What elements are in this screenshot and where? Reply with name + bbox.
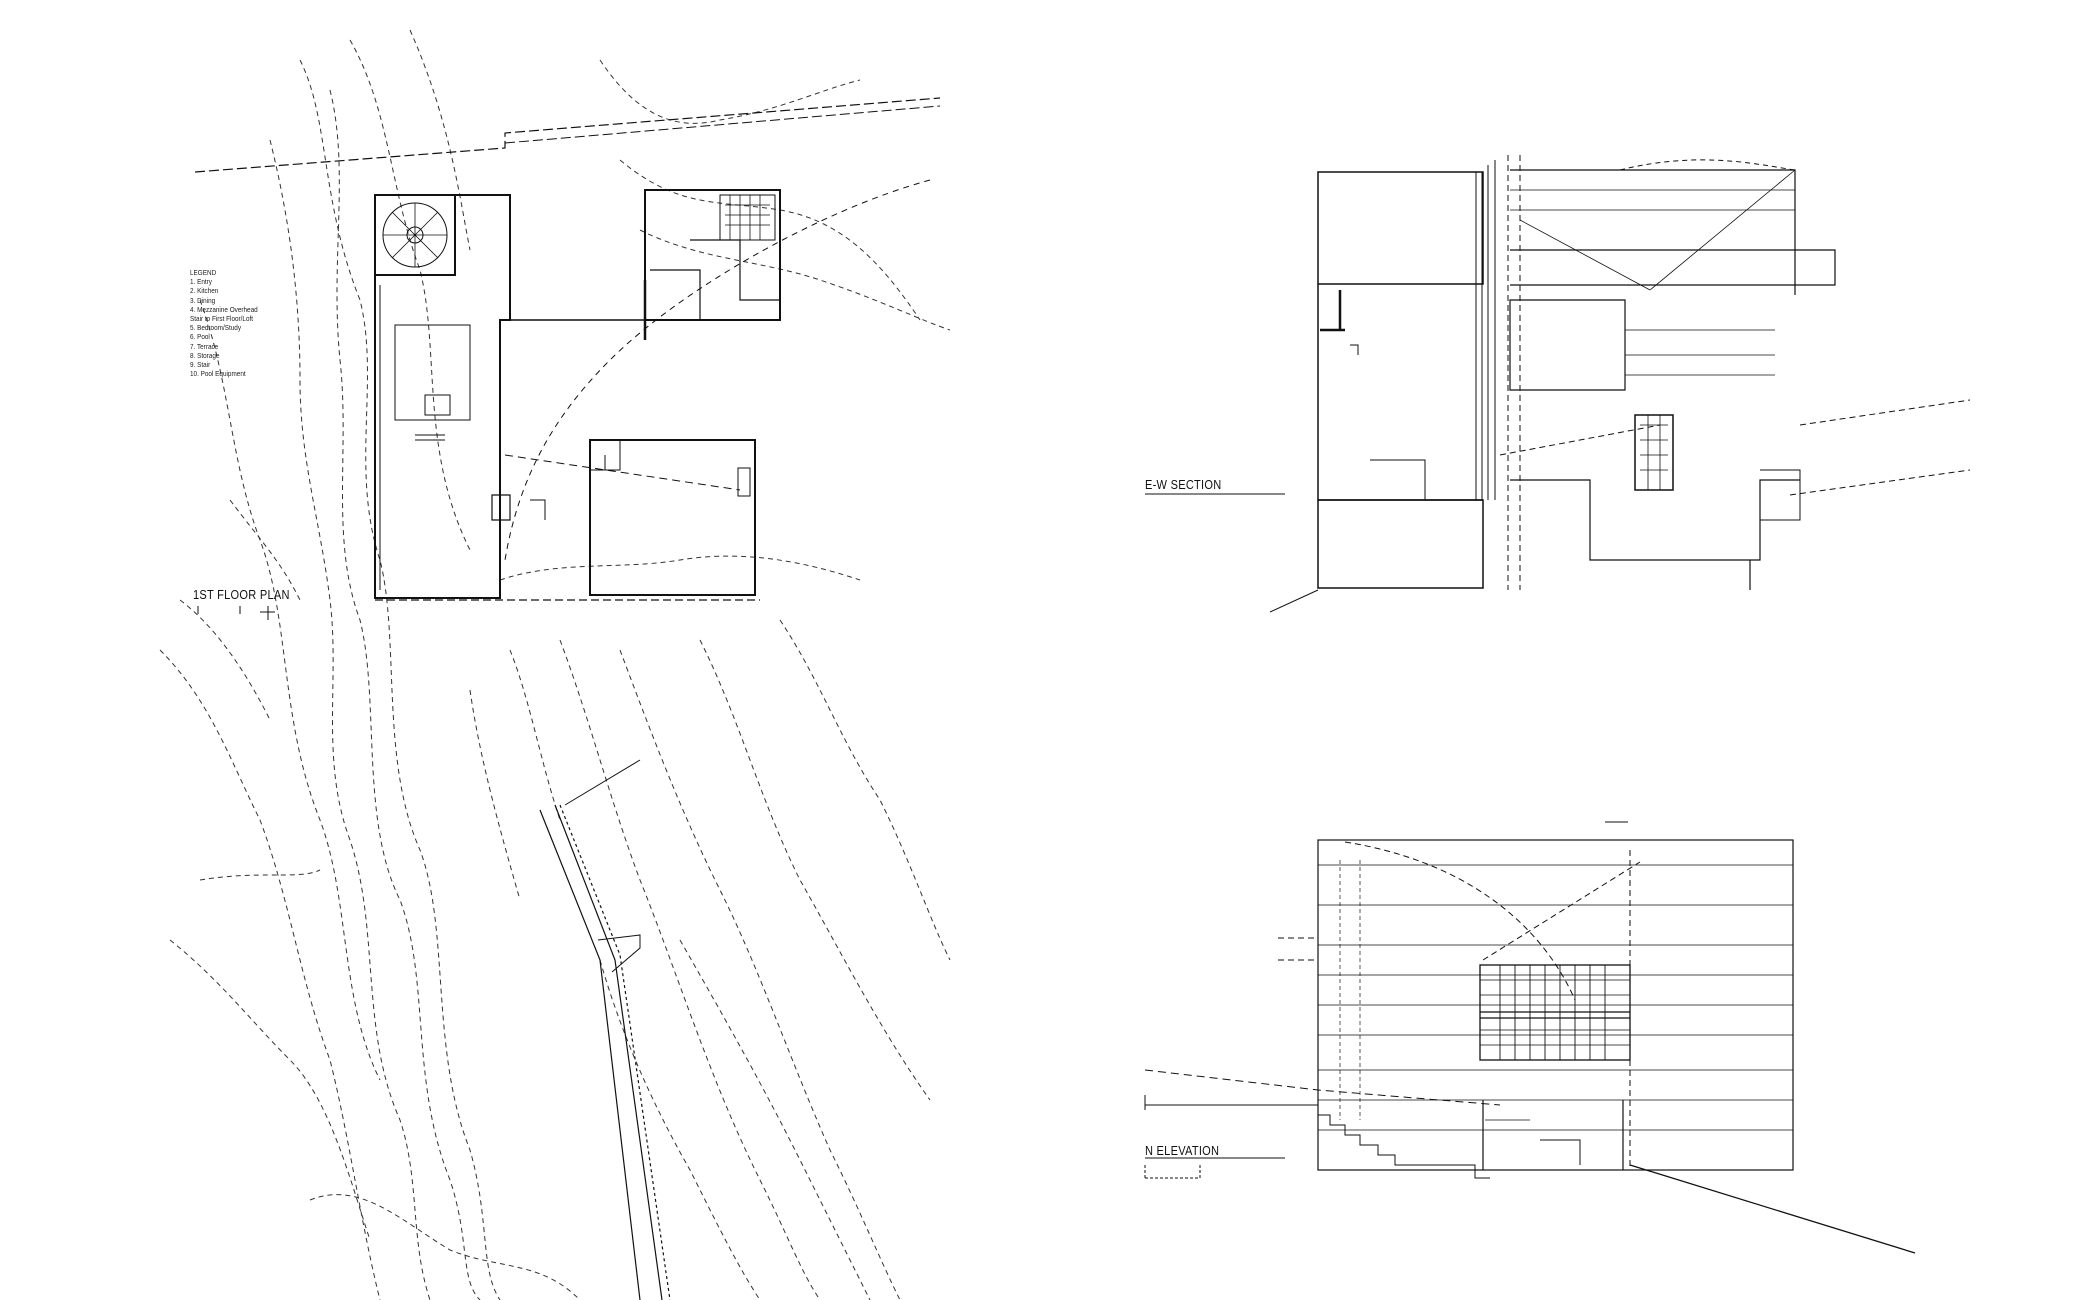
section-title: E-W SECTION — [1145, 477, 1222, 492]
legend-item: 4. Mezzanine Overhead — [190, 304, 258, 314]
section-ground-line — [1269, 589, 1319, 613]
building-walls — [374, 189, 781, 601]
legend-item: 1. Entry — [190, 277, 212, 287]
elevation-scale-bar — [1144, 1165, 1201, 1179]
elevation-stairs — [1318, 1114, 1490, 1179]
legend-item: 7. Terrace — [190, 341, 219, 351]
floor-plan-title: 1ST FLOOR PLAN — [193, 587, 290, 602]
legend-item: Stair to First Floor/Loft — [190, 314, 254, 324]
legend-title: LEGEND — [190, 268, 217, 277]
legend-item: 9. Stair — [190, 360, 211, 370]
window-grid — [1479, 964, 1631, 1061]
sweep-arc — [504, 179, 931, 561]
legend-item: 6. Pool — [190, 332, 210, 342]
legend-item: 5. Bedroom/Study — [190, 323, 242, 333]
elevation-title: N ELEVATION — [1145, 1143, 1220, 1158]
site-plan — [159, 29, 951, 1300]
north-elevation — [1144, 821, 1916, 1254]
legend-item: 3. Dining — [190, 295, 216, 305]
plan-legend: LEGEND 1. Entry 2. Kitchen 3. Dining 4. … — [190, 268, 258, 378]
driveway — [539, 759, 671, 1300]
legend-item: 8. Storage — [190, 350, 220, 360]
legend-item: 2. Kitchen — [190, 286, 219, 296]
legend-item: 10. Pool Equipment — [190, 369, 246, 379]
property-line — [194, 97, 941, 173]
ew-section — [1145, 155, 1971, 613]
plan-scale-bar — [197, 606, 275, 620]
topographic-contours — [159, 29, 951, 1300]
elevation-ground-line — [1629, 1164, 1916, 1254]
